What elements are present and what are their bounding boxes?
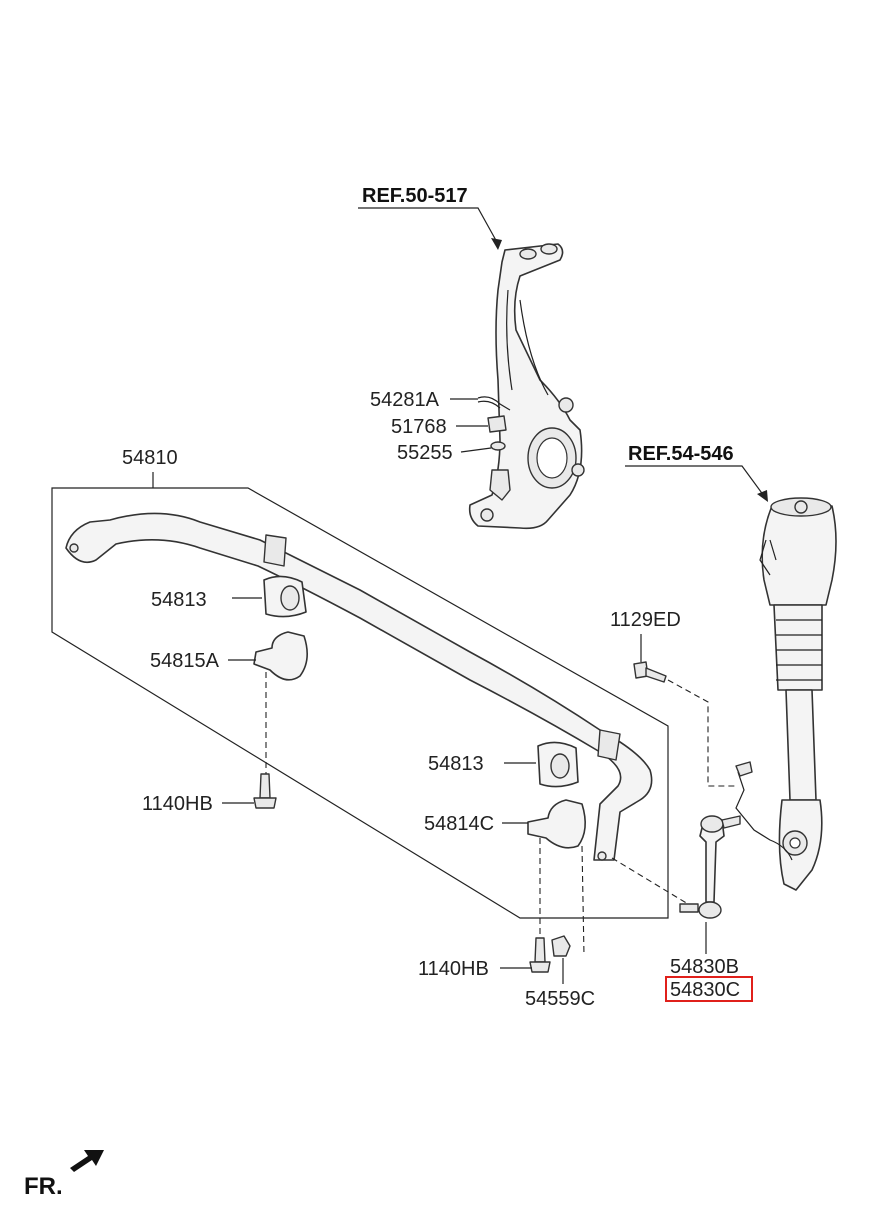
ref-strut-label: REF.54-546: [628, 443, 734, 465]
ref-strut-leader: [625, 465, 765, 497]
label-55255: 55255: [397, 442, 453, 464]
steering-knuckle: [468, 243, 585, 530]
cotter-pin: [477, 396, 511, 411]
ref-knuckle-arrow: [491, 238, 502, 250]
dash-1129ED: [667, 679, 736, 787]
dash-link-lower: [611, 857, 689, 905]
label-54815A: 54815A: [150, 650, 220, 672]
label-54814C: 54814C: [424, 813, 494, 835]
sensor-wire: [735, 771, 793, 861]
label-54830C: 54830C: [670, 979, 740, 1001]
ref-knuckle-leader: [358, 207, 499, 245]
label-54281A: 54281A: [370, 389, 440, 411]
ref-strut-arrow: [757, 490, 768, 502]
stabilizer-bar: [65, 512, 653, 861]
air-strut: [759, 497, 837, 891]
leader-55255: [460, 447, 492, 453]
bushing-top: [263, 575, 307, 618]
castle-nut: [487, 415, 507, 433]
dash-54814C-right: [581, 845, 585, 957]
label-54813-top: 54813: [151, 589, 207, 611]
label-1129ED: 1129ED: [610, 609, 681, 631]
label-54813-mid: 54813: [428, 753, 484, 775]
bolt-bottom: [529, 937, 551, 973]
nut: [551, 935, 571, 957]
highlight-54830C[interactable]: [665, 976, 753, 1002]
label-54830B: 54830B: [670, 956, 739, 978]
label-1140HB-left: 1140HB: [142, 793, 213, 815]
label-1140HB-bottom: 1140HB: [418, 958, 489, 980]
stabilizer-outline: [51, 487, 669, 919]
bolt-1129ED: [633, 661, 667, 683]
front-marker-label: FR.: [24, 1173, 63, 1200]
sensor-bracket: [735, 761, 753, 777]
bushing-mid: [537, 741, 579, 788]
label-54559C: 54559C: [525, 988, 595, 1010]
label-51768: 51768: [391, 416, 447, 438]
clamp-bracket-mid: [527, 799, 586, 849]
washer: [490, 441, 506, 451]
clamp-bracket-top: [253, 631, 308, 681]
bolt-left: [253, 773, 277, 809]
front-direction-arrow-icon: [70, 1150, 104, 1172]
ref-knuckle-label: REF.50-517: [362, 185, 468, 207]
stabilizer-link: [679, 815, 741, 919]
label-54810: 54810: [122, 447, 178, 469]
